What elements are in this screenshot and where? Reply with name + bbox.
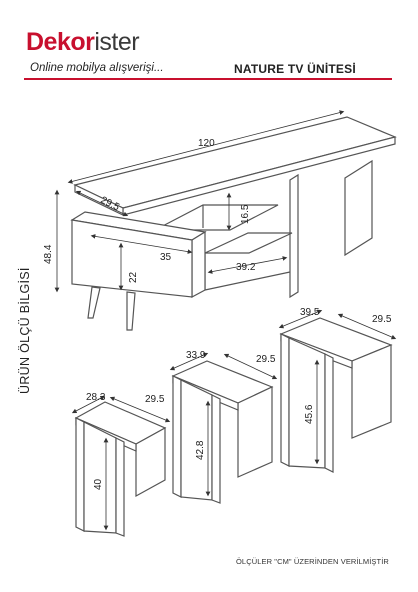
footer-note: ÖLÇÜLER "CM" ÜZERİNDEN VERİLMİŞTİR: [236, 557, 389, 566]
tv-unit-foot: [87, 286, 101, 319]
side-table-small-panel: [83, 421, 117, 534]
dim-large-depth: 29.5: [372, 314, 392, 325]
tv-unit-middle-support: [289, 173, 299, 299]
dim-cabinet-height: 22: [128, 271, 139, 283]
header-divider: [24, 78, 392, 80]
side-table-large-panel: [288, 337, 326, 469]
tv-unit-upper-shelf: [154, 204, 279, 231]
dim-large-height: 45.6: [304, 404, 315, 424]
tv-unit-foot: [126, 291, 136, 331]
side-table-large-leg: [280, 333, 290, 467]
dim-tv-height: 48.4: [43, 244, 54, 264]
tv-unit-lower-shelf: [204, 232, 293, 254]
dim-medium-height: 42.8: [195, 440, 206, 460]
dim-small-width: 28.3: [86, 392, 106, 403]
side-table-small-leg: [115, 437, 125, 537]
product-title: NATURE TV ÜNİTESİ: [234, 62, 356, 76]
dim-medium-width: 33.9: [186, 350, 206, 361]
side-table-medium-drawing: 33.9 29.5 42.8: [169, 350, 278, 504]
dim-small-depth: 29.5: [145, 394, 165, 405]
brand-logo[interactable]: Dekorister: [26, 28, 140, 56]
tv-unit-right-leg: [344, 159, 373, 257]
dim-shelf-height: 16.5: [240, 204, 251, 224]
side-table-medium-leg: [172, 375, 182, 498]
side-table-small-side: [135, 426, 166, 498]
side-table-medium-leg: [211, 394, 221, 504]
side-table-small-leg: [75, 417, 85, 532]
dim-shelf-width: 39.2: [236, 262, 256, 273]
side-table-large-drawing: 39.5 29.5 45.6: [278, 307, 397, 473]
dim-medium-depth: 29.5: [256, 354, 276, 365]
side-table-large-side: [351, 344, 392, 439]
side-table-medium-side: [237, 386, 273, 478]
tv-unit-drawing: 120 29.5 48.4 16.5 35 22 39.2: [43, 110, 397, 331]
dim-tv-width: 120: [198, 138, 215, 149]
side-table-medium-panel: [180, 379, 213, 501]
side-table-small-drawing: 28.3 29.5 40: [71, 392, 171, 537]
brand-logo-part1: Dekor: [26, 28, 95, 56]
brand-slogan: Online mobilya alışverişi...: [30, 62, 164, 74]
dim-small-height: 40: [93, 478, 104, 490]
cabinet-side: [191, 230, 206, 299]
dim-cabinet-width: 35: [160, 252, 172, 263]
dim-large-width: 39.5: [300, 307, 320, 318]
side-table-large-leg: [324, 353, 334, 473]
brand-logo-part2: ister: [94, 28, 140, 56]
